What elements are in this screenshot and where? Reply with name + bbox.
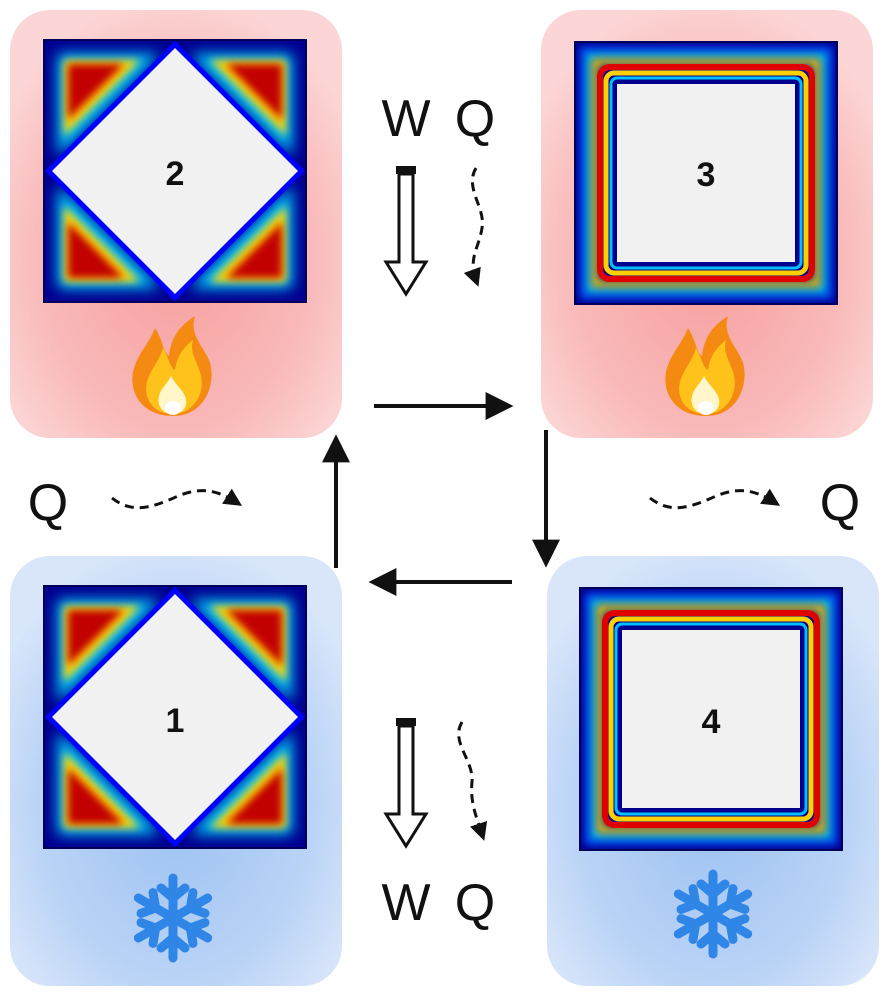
heat-label-bottom: Q — [455, 874, 495, 932]
field-map-stage-2 — [44, 40, 306, 302]
work-label-bottom: W — [381, 874, 430, 932]
heat-flow-arrow-right — [649, 488, 781, 510]
work-arrow-bottom — [383, 718, 429, 849]
stage-label-3: 3 — [697, 156, 716, 194]
heat-flow-arrow-left — [111, 488, 243, 510]
heat-label-right: Q — [820, 474, 860, 532]
heat-label-left: Q — [28, 474, 68, 532]
heat-flow-arrow-top — [463, 167, 484, 287]
work-label-top: W — [381, 90, 430, 148]
snowflake-icon — [133, 873, 213, 963]
flame-icon — [665, 316, 745, 416]
field-map-stage-1 — [44, 586, 306, 848]
field-map-stage-3 — [575, 42, 837, 304]
heat-flow-arrow-bottom — [457, 721, 488, 841]
work-arrow-top — [383, 166, 429, 297]
stage-label-2: 2 — [166, 155, 185, 193]
flame-icon — [132, 316, 212, 416]
heat-label-top: Q — [455, 90, 495, 148]
field-map-stage-4 — [580, 588, 842, 850]
stage-label-4: 4 — [702, 703, 721, 741]
stage-label-1: 1 — [166, 702, 185, 740]
snowflake-icon — [673, 869, 753, 959]
